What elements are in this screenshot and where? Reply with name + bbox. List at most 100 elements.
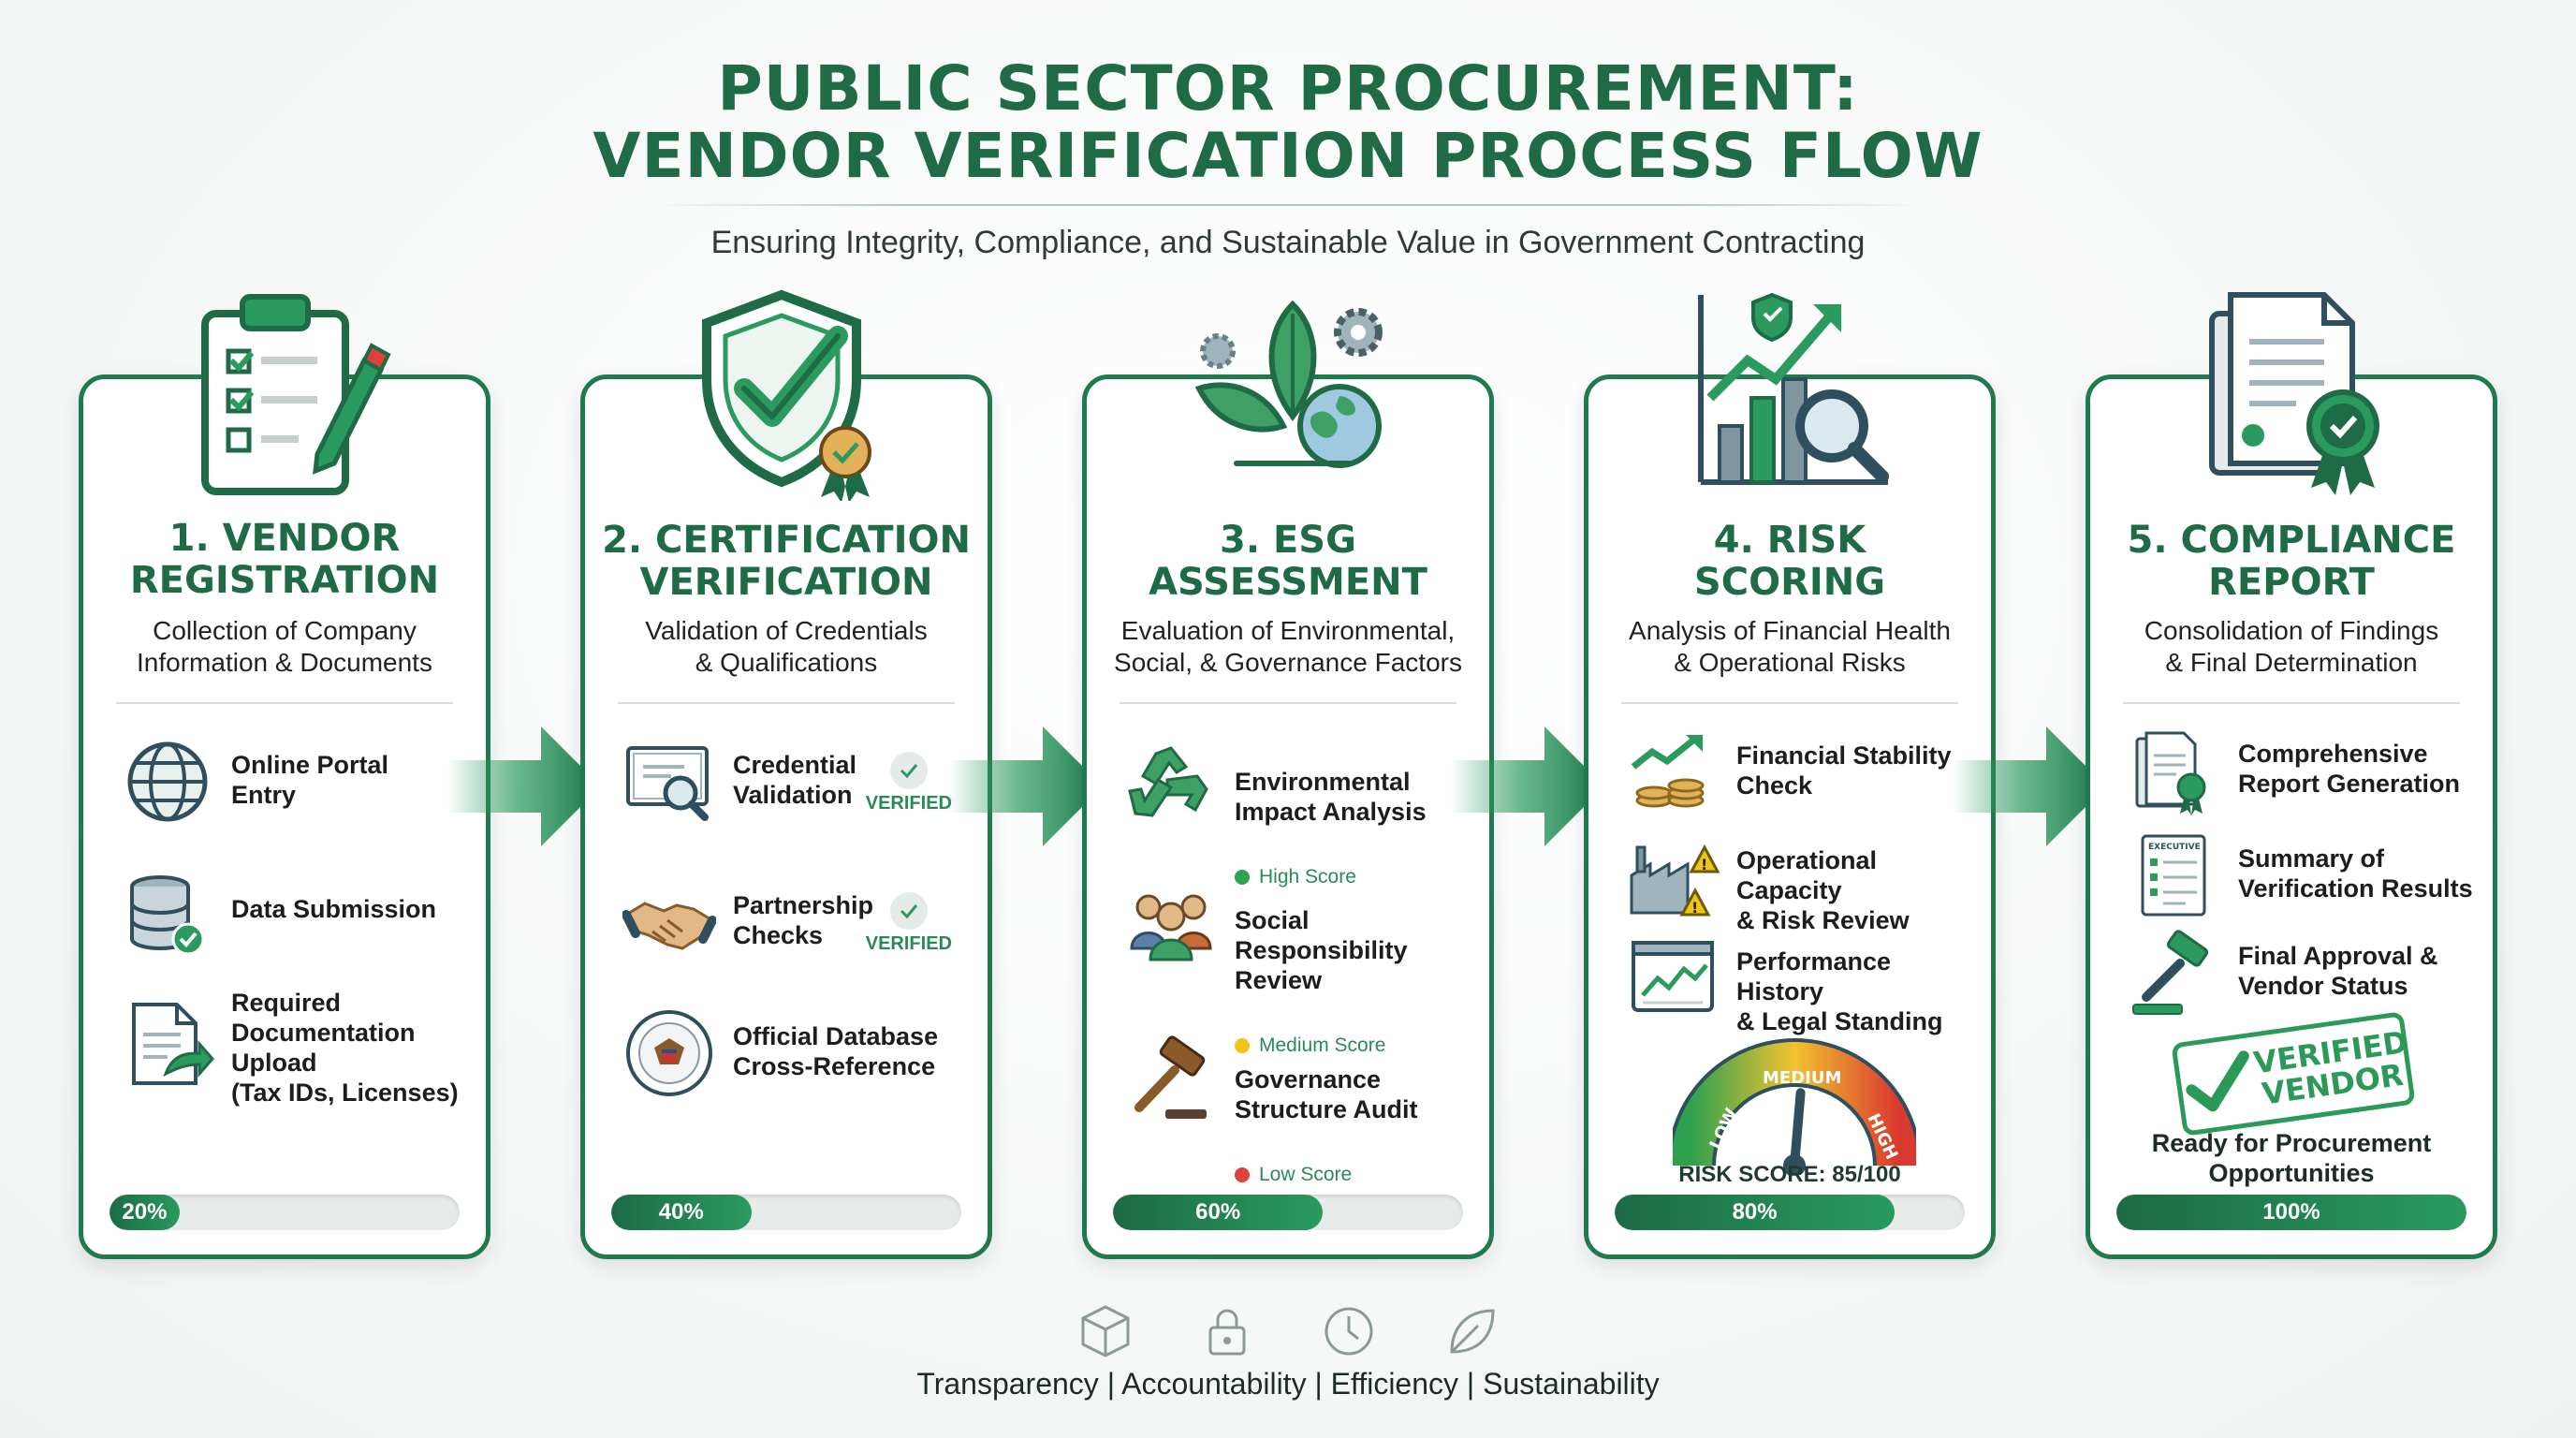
recycle-icon	[1128, 746, 1208, 817]
item-label: Governance Structure Audit Low Score	[1235, 1034, 1418, 1220]
progress-bar: 40%	[611, 1195, 961, 1230]
risk-score-label: RISK SCORE: 85/100	[1678, 1162, 1901, 1187]
item-label: Data Submission	[231, 895, 437, 923]
database-icon	[130, 875, 205, 956]
progress-fill: 80%	[1615, 1195, 1895, 1230]
flow-arrow-icon	[1451, 726, 1604, 846]
card-divider	[2123, 702, 2460, 704]
progress-label: 40%	[658, 1199, 704, 1225]
list-item: Final Approval & Vendor Status	[2128, 928, 2474, 1021]
step-description: Evaluation of Environmental,Social, & Go…	[1114, 616, 1462, 677]
item-label: Required Documentation Upload (Tax IDs, …	[231, 989, 459, 1107]
progress-bar: 60%	[1113, 1195, 1463, 1230]
item-label: Environmental Impact Analysis High Score	[1235, 737, 1427, 922]
item-label: Financial Stability Check	[1736, 741, 1952, 800]
page-subtitle: Ensuring Integrity, Compliance, and Sust…	[710, 225, 1866, 260]
progress-fill: 60%	[1113, 1195, 1324, 1230]
verified-badge: VERIFIED	[866, 892, 952, 955]
list-item: Data Submission	[121, 866, 467, 960]
card-divider	[116, 702, 453, 704]
shield-check-icon	[702, 289, 871, 501]
factory-warning-icon: ! !	[1630, 844, 1720, 917]
verified-badge: VERIFIED	[866, 752, 952, 814]
step-description: Analysis of Financial Health& Operationa…	[1629, 616, 1951, 677]
item-label: Final Approval & Vendor Status	[2238, 942, 2438, 1000]
globe-icon	[127, 741, 208, 822]
executive-summary-icon: EXECUTIVE	[2141, 834, 2206, 917]
svg-text:!: !	[1701, 856, 1707, 873]
check-icon	[889, 752, 928, 789]
list-item: Environmental Impact Analysis High Score	[1124, 735, 1471, 922]
document-upload-icon	[132, 1003, 214, 1085]
official-seal-icon	[626, 1010, 712, 1096]
progress-label: 20%	[122, 1199, 168, 1225]
footer-values: Transparency | Accountability | Efficien…	[916, 1367, 1660, 1401]
handshake-icon	[622, 902, 716, 950]
progress-label: 80%	[1732, 1199, 1778, 1225]
lock-icon	[1208, 1309, 1246, 1356]
item-label: Performance History & Legal Standing	[1736, 947, 1943, 1035]
ready-text: Ready for Procurement Opportunities	[2151, 1129, 2432, 1187]
coins-growth-icon	[1631, 735, 1705, 808]
item-label: Operational Capacity & Risk Review	[1736, 846, 1910, 934]
people-group-icon	[1130, 894, 1212, 961]
gauge-needle	[1790, 1088, 1806, 1170]
progress-label: 60%	[1195, 1199, 1241, 1225]
line-chart-window-icon	[1632, 941, 1714, 1012]
progress-fill: 40%	[611, 1195, 752, 1230]
list-item: Social Responsibility Review Medium Scor…	[1124, 873, 1471, 1091]
progress-bar: 100%	[2116, 1195, 2466, 1230]
card-divider	[1120, 702, 1456, 704]
score-low: Low Score	[1235, 1160, 1418, 1190]
gauge-label-medium: MEDIUM	[1763, 1068, 1841, 1088]
progress-label: 100%	[2262, 1199, 2320, 1225]
gavel-icon	[1134, 1035, 1207, 1119]
check-icon	[889, 892, 928, 930]
step-description: Validation of Credentials& Qualification…	[645, 616, 928, 677]
list-item: Official Database Cross-Reference	[622, 1006, 969, 1100]
clipboard-checklist-icon	[201, 294, 391, 495]
report-ribbon-small-icon	[2135, 731, 2206, 815]
item-label: Online Portal Entry	[231, 751, 389, 809]
flow-arrow-icon	[949, 726, 1103, 846]
list-item: Comprehensive Report Generation	[2128, 726, 2474, 819]
list-item: Online Portal Entry	[121, 735, 467, 829]
progress-fill: 100%	[2116, 1195, 2466, 1230]
list-item: ! ! Operational Capacity & Risk Review	[1626, 829, 1972, 935]
leaf-icon	[1450, 1309, 1495, 1354]
leaf-globe-gear-icon	[1194, 300, 1383, 468]
cube-icon	[1081, 1305, 1130, 1357]
item-label: Social Responsibility Review Medium Scor…	[1235, 875, 1408, 1091]
progress-bar: 80%	[1615, 1195, 1965, 1230]
item-label: Summary of Verification Results	[2238, 844, 2473, 902]
clock-icon	[1325, 1307, 1373, 1356]
list-item: Governance Structure Audit Low Score	[1124, 1033, 1471, 1220]
page-title-line1: PUBLIC SECTOR PROCUREMENT:	[717, 52, 1859, 125]
list-item: Performance History & Legal Standing	[1626, 930, 1972, 1036]
item-label: Official Database Cross-Reference	[733, 1022, 939, 1080]
item-label: Credential Validation	[733, 751, 857, 809]
card-divider	[1621, 702, 1958, 704]
item-label: Partnership Checks	[733, 891, 874, 949]
check-icon	[2186, 1050, 2249, 1112]
list-item: Partnership Checks VERIFIED	[622, 875, 969, 969]
progress-fill: 20%	[110, 1195, 180, 1230]
list-item: Financial Stability Check	[1626, 726, 1972, 819]
certificate-magnifier-icon	[626, 746, 709, 821]
list-item: EXECUTIVE Summary of Verification Result…	[2128, 829, 2474, 922]
gavel-approval-icon	[2132, 930, 2209, 1015]
score-medium: Medium Score	[1235, 1031, 1408, 1061]
list-item: Credential Validation VERIFIED	[622, 735, 969, 829]
flow-arrow-icon	[1953, 726, 2106, 846]
item-label: Comprehensive Report Generation	[2238, 740, 2461, 798]
